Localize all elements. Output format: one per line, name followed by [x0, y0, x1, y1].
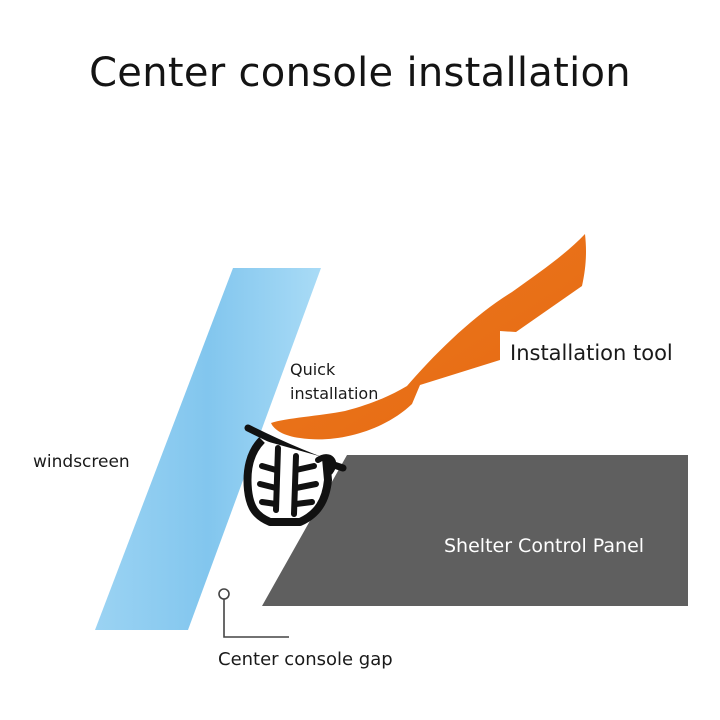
- seal-strip: [243, 424, 347, 526]
- windscreen-label: windscreen: [33, 452, 130, 472]
- gap-pointer: [218, 588, 289, 638]
- shelter-control-panel: [262, 455, 688, 606]
- installation-tool: [271, 234, 586, 440]
- diagram-title: Center console installation: [89, 50, 631, 96]
- installation-tool-label: Installation tool: [510, 341, 673, 365]
- quick-installation-line2: installation: [290, 384, 379, 403]
- quick-installation-label: Quick installation: [290, 358, 378, 406]
- quick-installation-line1: Quick: [290, 360, 336, 379]
- center-console-gap-label: Center console gap: [218, 649, 393, 670]
- windscreen-glass: [95, 268, 321, 630]
- shelter-control-panel-label: Shelter Control Panel: [444, 535, 645, 557]
